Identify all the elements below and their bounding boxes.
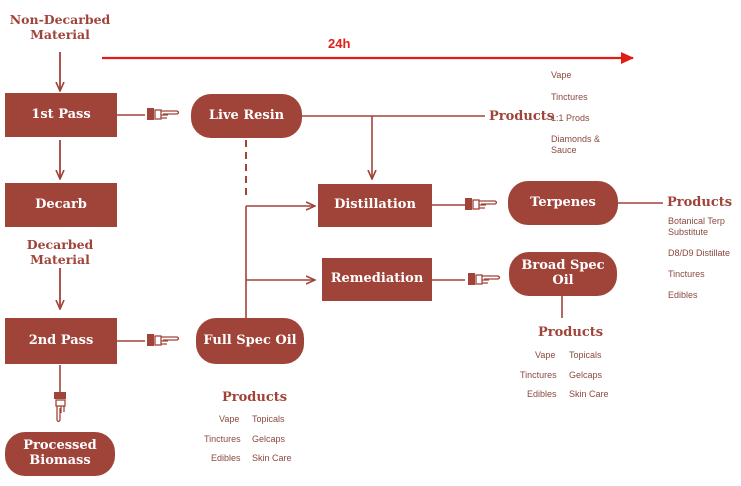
input-material-label: Non-Decarbed Material	[9, 12, 111, 42]
broad-spec-oil-node: Broad Spec Oil	[509, 252, 617, 296]
decarbed-material-label: Decarbed Material	[26, 237, 94, 267]
product-item: Tinctures	[520, 370, 557, 380]
decarb-box: Decarb	[5, 183, 117, 227]
product-item: Botanical Terp Substitute	[668, 216, 725, 237]
product-item: Tinctures	[551, 92, 588, 102]
product-item: Edibles	[668, 290, 698, 300]
product-item: Topicals	[252, 414, 285, 424]
product-item: Vape	[551, 70, 572, 80]
product-item: Tinctures	[668, 269, 705, 279]
pointing-hand-icon	[465, 198, 498, 210]
product-item: Vape	[219, 414, 240, 424]
product-item: Vape	[535, 350, 556, 360]
product-item: D8/D9 Distillate	[668, 248, 731, 258]
pointing-hand-icon	[147, 334, 180, 346]
distillation-box: Distillation	[318, 184, 432, 227]
product-item: Diamonds & Sauce	[551, 134, 601, 155]
processed-biomass-box: Processed Biomass	[5, 432, 115, 476]
product-item: Gelcaps	[252, 434, 286, 444]
terpenes-node: Terpenes	[508, 181, 618, 225]
pointing-hand-icon	[147, 108, 180, 120]
timeline-label: 24h	[328, 36, 351, 51]
product-item: Skin Care	[252, 453, 292, 463]
terpenes-products-title: Products	[667, 195, 733, 210]
full-spec-oil-node: Full Spec Oil	[196, 318, 304, 364]
product-item: Topicals	[569, 350, 602, 360]
live-resin-products-title: Products	[489, 109, 555, 124]
product-item: 1:1 Prods	[551, 113, 590, 123]
product-item: Gelcaps	[569, 370, 603, 380]
product-item: Tinctures	[204, 434, 241, 444]
pointing-hand-icon	[468, 273, 501, 285]
pointing-hand-down-icon	[54, 392, 66, 423]
product-item: Edibles	[527, 389, 557, 399]
product-item: Skin Care	[569, 389, 609, 399]
first-pass-box: 1st Pass	[5, 93, 117, 137]
full-spec-products-title: Products	[222, 390, 288, 405]
live-resin-node: Live Resin	[191, 94, 302, 138]
remediation-box: Remediation	[322, 258, 432, 301]
product-item: Edibles	[211, 453, 241, 463]
second-pass-box: 2nd Pass	[5, 318, 117, 364]
broad-spec-products-title: Products	[538, 325, 604, 340]
